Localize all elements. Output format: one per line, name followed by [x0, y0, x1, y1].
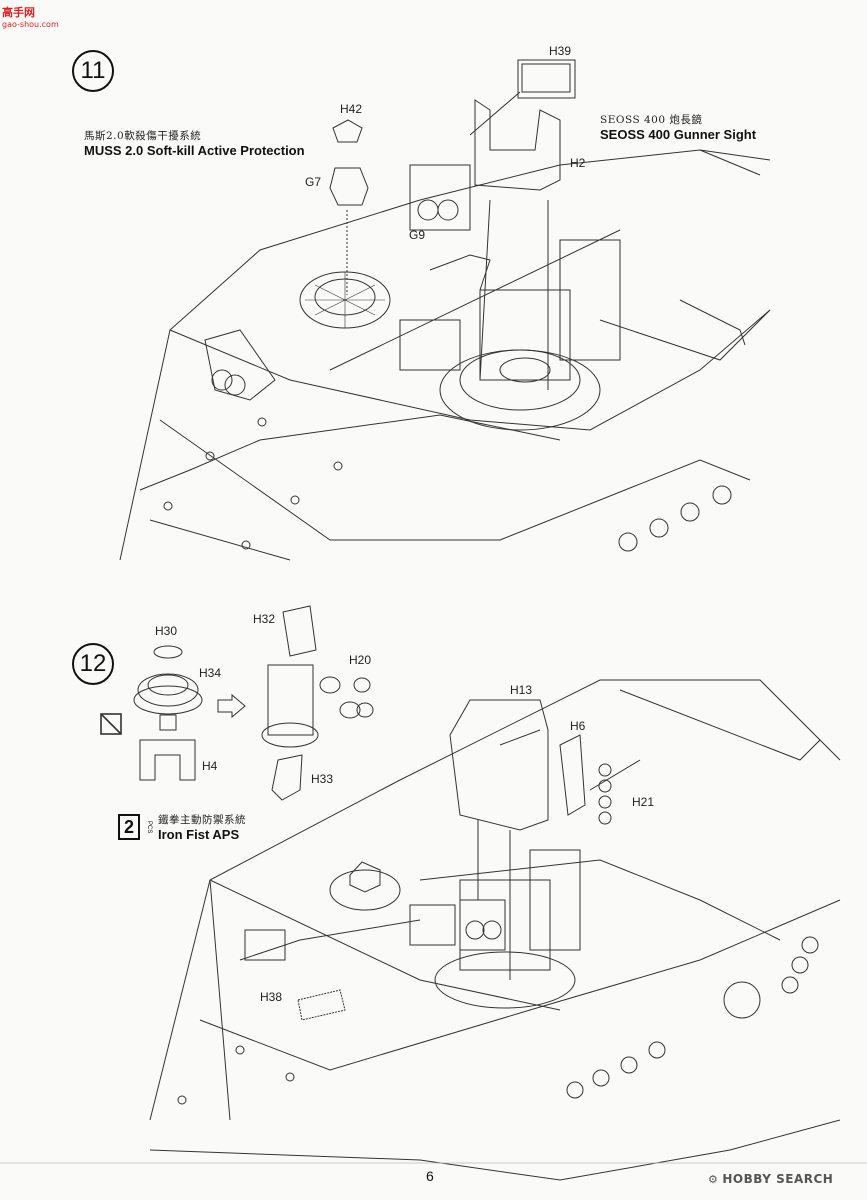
step-12-number: 12: [72, 643, 114, 685]
step12-subassembly-drawing: [100, 605, 374, 801]
quantity-unit: PCS: [146, 820, 152, 834]
part-label-h39: H39: [549, 44, 572, 58]
brand-watermark: ⚙ HOBBY SEARCH: [708, 1172, 833, 1186]
callout-muss-cjk: 馬斯2.0軟殺傷干擾系統: [84, 130, 202, 142]
brand-text: HOBBY SEARCH: [722, 1172, 834, 1186]
callout-seoss: SEOSS 400 炮長鏡 SEOSS 400 Gunner Sight: [600, 112, 756, 142]
part-label-h20: H20: [349, 653, 372, 667]
site-logo-text: 高手网: [2, 6, 35, 19]
callout-iron-fist-en: Iron Fist APS: [158, 827, 240, 842]
step-11-number: 11: [72, 50, 114, 92]
part-label-h34: H34: [199, 666, 222, 680]
site-logo: 高手网 gao-shou.com: [2, 4, 59, 29]
callout-seoss-cjk: SEOSS 400 炮長鏡: [600, 114, 703, 126]
page-number: 6: [426, 1168, 434, 1184]
callout-muss: 馬斯2.0軟殺傷干擾系統 MUSS 2.0 Soft-kill Active P…: [84, 128, 305, 158]
quantity-value: 2: [123, 816, 134, 837]
step11-hull-drawing: [119, 59, 771, 561]
callout-iron-fist-cjk: 鐵拳主動防禦系統: [158, 814, 246, 826]
step12-hull-drawing: [149, 679, 841, 1181]
part-label-g9: G9: [409, 228, 426, 242]
part-label-h32: H32: [253, 612, 276, 626]
part-label-h6: H6: [570, 719, 586, 733]
brand-icon: ⚙: [708, 1172, 719, 1186]
part-label-h30: H30: [155, 624, 178, 638]
part-label-h42: H42: [340, 102, 363, 116]
site-logo-domain: gao-shou.com: [2, 20, 59, 29]
part-label-g7: G7: [305, 175, 322, 189]
part-label-h13: H13: [510, 683, 533, 697]
part-label-h2: H2: [570, 156, 586, 170]
part-label-h4: H4: [202, 759, 218, 773]
callout-muss-en: MUSS 2.0 Soft-kill Active Protection: [84, 143, 305, 158]
part-label-h33: H33: [311, 772, 334, 786]
part-label-h38: H38: [260, 990, 283, 1004]
part-label-h21: H21: [632, 795, 655, 809]
callout-iron-fist: 2 PCS 鐵拳主動防禦系統 Iron Fist APS: [118, 812, 246, 842]
callout-seoss-en: SEOSS 400 Gunner Sight: [600, 127, 757, 142]
quantity-badge: 2: [118, 814, 140, 840]
